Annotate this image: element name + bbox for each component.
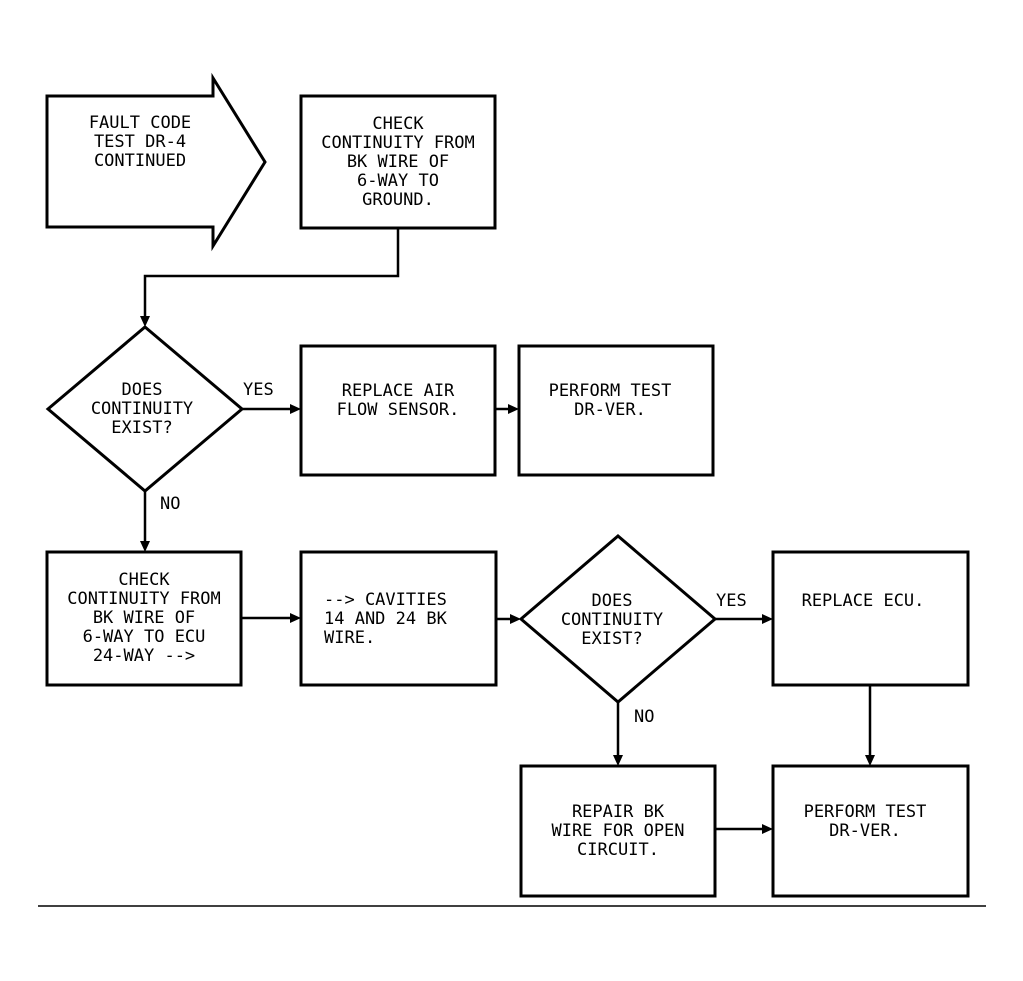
node-text-line: GROUND.	[362, 190, 434, 210]
decision-2-no-label: NO	[634, 707, 654, 727]
decision-2-yes-label: YES	[716, 591, 747, 611]
node-text-line: REPLACE ECU.	[802, 591, 925, 611]
cavities-box	[299, 550, 498, 687]
node-text-line: CONTINUITY FROM	[67, 589, 221, 609]
node-text-line: CIRCUIT.	[577, 840, 659, 860]
arrowhead-to-perform-test-2	[865, 755, 875, 766]
arrowhead-to-repair-wire	[613, 755, 623, 766]
node-text-line: WIRE.	[324, 628, 375, 648]
node-text-line: PERFORM TEST	[549, 381, 672, 401]
arrowhead-to-replace-sensor	[290, 404, 301, 414]
node-text-line: EXIST?	[581, 629, 642, 649]
decision-1-yes-label: YES	[243, 380, 274, 400]
arrowhead-to-decision-1	[140, 316, 150, 327]
node-text-line: REPAIR BK	[572, 802, 665, 822]
arrowhead-to-perform-test-1	[508, 404, 519, 414]
node-text-line: DR-VER.	[829, 821, 901, 841]
node-text-line: DOES	[592, 591, 633, 611]
node-text-line: TEST DR-4	[94, 132, 186, 152]
node-text-line: CONTINUITY	[561, 610, 663, 630]
node-text-line: PERFORM TEST	[804, 802, 927, 822]
node-text-line: BK WIRE OF	[347, 152, 449, 172]
connector-ground-to-decision-1	[143, 228, 400, 318]
node-text-line: DOES	[122, 380, 163, 400]
node-text-line: CONTINUITY	[91, 399, 193, 419]
node-text-line: DR-VER.	[574, 400, 646, 420]
perform-test-2-box	[771, 764, 970, 898]
node-text-line: 24-WAY -->	[93, 646, 195, 666]
node-text-line: FLOW SENSOR.	[337, 400, 460, 420]
arrowhead-to-decision-2	[510, 614, 521, 624]
node-text-line: FAULT CODE	[89, 113, 191, 133]
node-text-line: EXIST?	[111, 418, 172, 438]
node-text-line: REPLACE AIR	[342, 381, 455, 401]
node-text-line: BK WIRE OF	[93, 608, 195, 628]
node-text-line: CHECK	[118, 570, 170, 590]
decision-1-no-label: NO	[160, 494, 180, 514]
start-arrow-shape	[45, 72, 267, 252]
perform-test-1-box	[517, 344, 715, 477]
check-ground-box	[299, 94, 497, 230]
arrowhead-to-cavities	[290, 613, 301, 623]
repair-wire-box	[519, 764, 717, 898]
arrowhead-to-check-ecu	[140, 541, 150, 552]
node-text-line: 6-WAY TO	[357, 171, 439, 191]
replace-sensor-box	[299, 344, 497, 477]
node-text-line: --> CAVITIES	[324, 590, 447, 610]
node-text-line: 14 AND 24 BK	[324, 609, 448, 629]
node-text-line: CONTINUITY FROM	[321, 133, 475, 153]
check-ecu-box	[45, 550, 243, 687]
node-text-line: WIRE FOR OPEN	[551, 821, 684, 841]
replace-ecu-box	[771, 550, 970, 687]
node-text-line: CONTINUED	[94, 151, 186, 171]
replace-ecu-text: REPLACE ECU.	[802, 591, 925, 611]
arrowhead-to-replace-ecu	[762, 614, 773, 624]
node-text-line: 6-WAY TO ECU	[83, 627, 206, 647]
arrowhead-repair-to-test-2	[762, 824, 773, 834]
node-text-line: CHECK	[372, 114, 424, 134]
